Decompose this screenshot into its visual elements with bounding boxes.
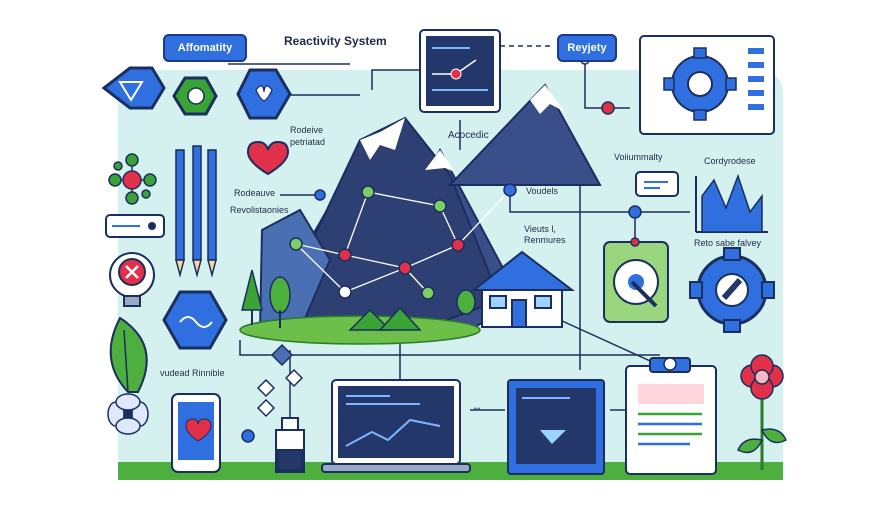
flowchart-icon	[256, 343, 304, 418]
fan-icon	[107, 393, 149, 435]
badge-hexagon-icon	[162, 290, 228, 350]
label-voiiummalty: Voiiummalty	[614, 152, 663, 162]
monitor-icon	[419, 29, 501, 113]
label-rodeauve: Rodeauve	[234, 188, 276, 198]
laptop-icon	[321, 379, 471, 473]
pill-left: Affomatity	[163, 34, 247, 62]
chat-bubble-icon	[635, 171, 679, 197]
flower-icon	[737, 354, 787, 470]
label-voudels: Voudels	[526, 186, 559, 196]
bar-chart-icon	[695, 173, 768, 233]
leaf-icon	[109, 316, 148, 393]
clipboard-icon	[625, 357, 717, 475]
network-nodes	[289, 183, 517, 300]
extra-nodes	[241, 55, 677, 443]
document-icon	[507, 379, 605, 475]
label-reto: Reto sabe falvey	[694, 238, 762, 248]
label-revolistaonies: Revolistaonies	[230, 205, 289, 215]
pill-right: Reyjety	[557, 34, 617, 62]
label-cordyrodese: Cordyrodese	[704, 156, 756, 166]
hills-and-trees	[239, 269, 481, 345]
label-vieuts: Vieuts l, Renmures	[524, 224, 566, 245]
line-ground-route	[239, 340, 660, 356]
storage-card-icon	[603, 241, 669, 323]
diagram-title: Reactivity System	[284, 34, 387, 48]
molecule-icon	[108, 153, 157, 205]
lightbulb-error-icon	[109, 252, 155, 307]
label-vudead: vudead Rinnible	[160, 368, 225, 378]
toggle-card-icon	[105, 214, 165, 238]
connector-lines	[228, 45, 690, 430]
gear-icon	[689, 247, 775, 333]
settings-panel-icon	[639, 35, 775, 135]
bottle-icon	[275, 417, 305, 473]
label-redeive: Rodeive petriatad	[290, 125, 326, 147]
line-right-tree	[584, 60, 630, 109]
hexagon-badges	[101, 66, 292, 120]
label-acocedic: Acocedic	[448, 130, 489, 141]
house-icon	[471, 250, 575, 328]
pencils-icon	[175, 145, 217, 278]
heart-icon	[246, 140, 290, 176]
arrow-laptop-doc: ↔	[472, 402, 482, 413]
line-monitor-top	[371, 69, 420, 90]
phone-icon	[171, 393, 221, 473]
